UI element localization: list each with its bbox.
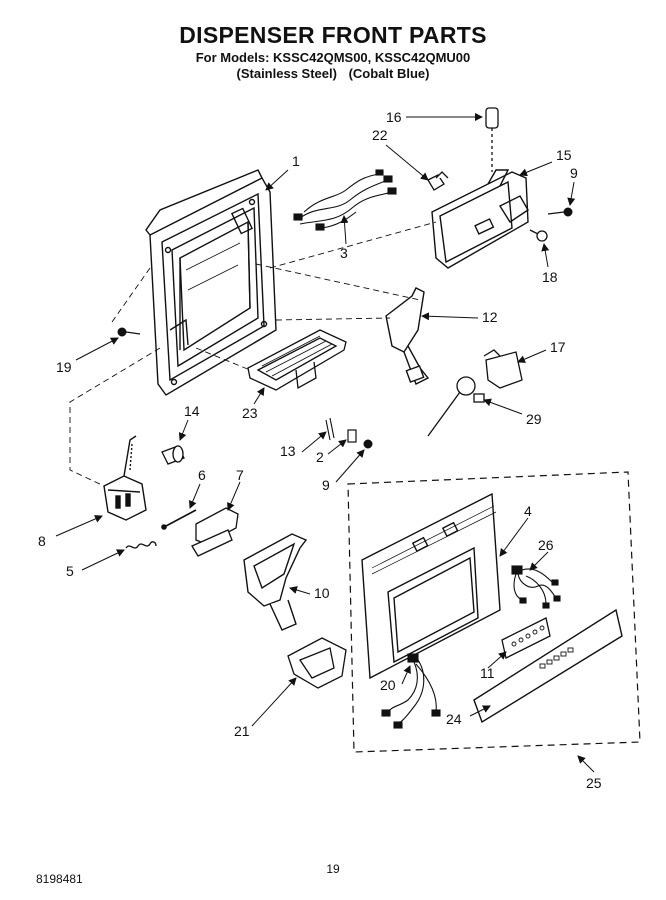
callout-12: 12 <box>482 309 498 325</box>
part-13-strip <box>325 417 335 441</box>
callout-13: 13 <box>280 443 296 459</box>
part-7-hinge <box>191 507 239 557</box>
models-line: For Models: KSSC42QMS00, KSSC42QMU00 <box>195 50 471 65</box>
part-11-control-board <box>501 617 551 659</box>
part-15-bracket <box>431 169 529 269</box>
part-5-spring <box>125 541 157 549</box>
finish-line: (Stainless Steel) (Cobalt Blue) <box>0 66 666 81</box>
callout-19: 19 <box>56 359 72 375</box>
callout-17: 17 <box>550 339 566 355</box>
part-9-screw-lower <box>363 439 373 449</box>
callout-25: 25 <box>586 775 602 791</box>
part-23-drip-tray <box>247 329 347 391</box>
callout-15: 15 <box>556 147 572 163</box>
part-1-dispenser-housing <box>145 169 277 396</box>
callout-26: 26 <box>538 537 554 553</box>
part-6-pin <box>161 509 197 530</box>
part-12-actuator <box>385 287 430 385</box>
finish-cobalt: (Cobalt Blue) <box>348 66 430 81</box>
callout-10: 10 <box>314 585 330 601</box>
part-14-solenoid-coil <box>161 445 185 465</box>
callout-9-lower: 9 <box>322 477 330 493</box>
part-24-control-panel <box>473 608 623 724</box>
callout-5: 5 <box>66 563 74 579</box>
part-22-lamp <box>427 171 449 191</box>
callout-6: 6 <box>198 467 206 483</box>
callout-20: 20 <box>380 677 396 693</box>
callout-21: 21 <box>234 723 250 739</box>
callout-9-upper: 9 <box>570 165 578 181</box>
leader-lines <box>55 113 595 773</box>
part-26-harness <box>511 565 561 609</box>
part-8-solenoid <box>103 435 147 521</box>
callout-8: 8 <box>38 533 46 549</box>
part-2-clip <box>347 429 357 443</box>
callout-4: 4 <box>524 503 532 519</box>
callout-3: 3 <box>340 245 348 261</box>
part-10-arm <box>243 533 308 631</box>
part-4-front-panel <box>361 492 501 680</box>
callout-16: 16 <box>386 109 402 125</box>
part-21-funnel <box>287 637 347 689</box>
page-number: 19 <box>326 862 340 876</box>
part-16-switch <box>485 107 499 172</box>
part-19-screw <box>117 327 141 337</box>
part-20-harness <box>381 653 441 729</box>
document-number: 8198481 <box>36 872 83 886</box>
callout-23: 23 <box>242 405 258 421</box>
callout-24: 24 <box>446 711 462 727</box>
callout-2: 2 <box>316 449 324 465</box>
callout-14: 14 <box>184 403 200 419</box>
assembly-lines <box>69 221 437 487</box>
callout-7: 7 <box>236 467 244 483</box>
part-17-bracket <box>483 349 523 389</box>
kit-25-enclosure <box>347 471 641 753</box>
callout-29: 29 <box>526 411 542 427</box>
page-title: DISPENSER FRONT PARTS <box>179 22 487 48</box>
part-3-wire-harness <box>293 169 397 231</box>
callout-18: 18 <box>542 269 558 285</box>
callout-11: 11 <box>480 665 495 681</box>
finish-stainless: (Stainless Steel) <box>236 66 337 81</box>
part-9-screw-upper <box>547 207 573 217</box>
part-18-cam <box>529 229 548 242</box>
callout-22: 22 <box>372 127 388 143</box>
part-29-lever <box>427 376 485 437</box>
callout-1: 1 <box>292 153 300 169</box>
